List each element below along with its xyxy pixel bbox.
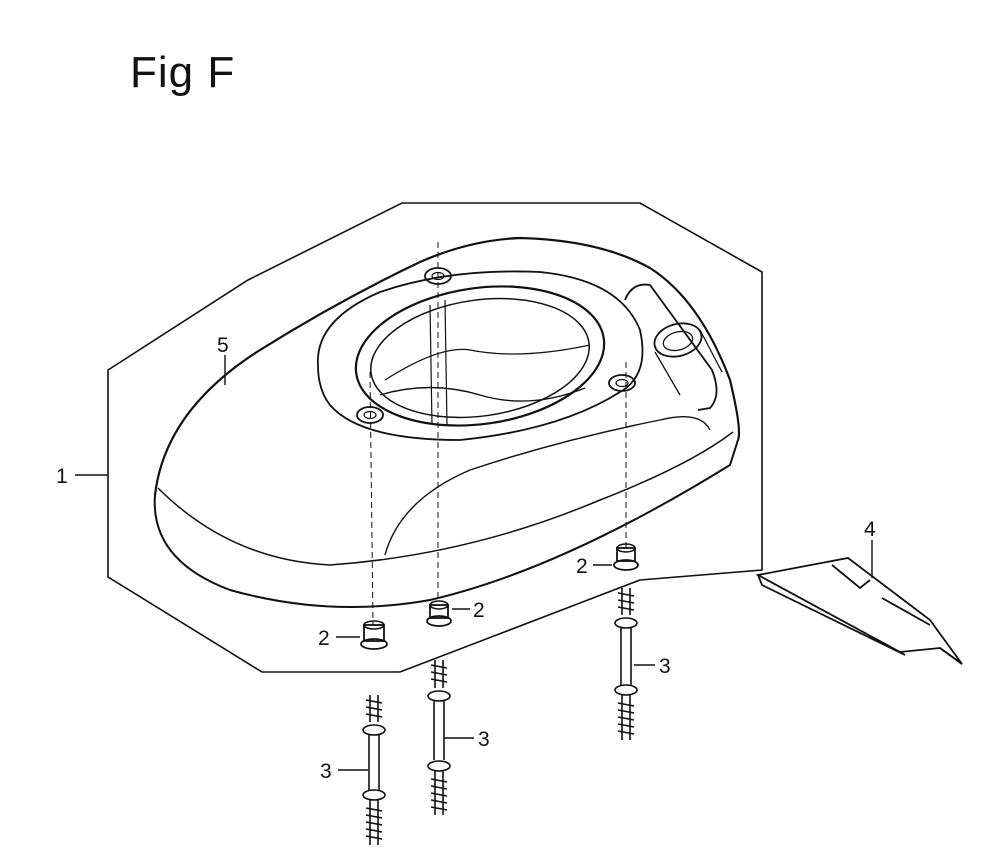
bolt-middle [427,660,451,815]
label-plate [755,557,963,665]
assembly-guide-lines [369,242,627,626]
callout-3-left: 3 [320,760,332,783]
callout-5: 5 [217,334,229,357]
callout-4: 4 [864,518,876,541]
callout-2-left: 2 [318,627,330,650]
figure-title: Fig F [130,48,236,97]
callout-1: 1 [56,465,68,488]
collar-left [360,620,388,650]
callout-2-right: 2 [576,555,588,578]
callout-3-right: 3 [659,655,671,678]
blower-housing [153,236,741,609]
bolt-left [362,695,386,845]
collar-right [613,543,639,571]
collar-middle [426,600,452,627]
bolt-right [614,588,638,740]
callout-2-middle: 2 [473,599,485,622]
leader-lines [75,355,873,771]
callout-3-middle: 3 [478,728,490,751]
assembly-boundary [107,202,763,673]
